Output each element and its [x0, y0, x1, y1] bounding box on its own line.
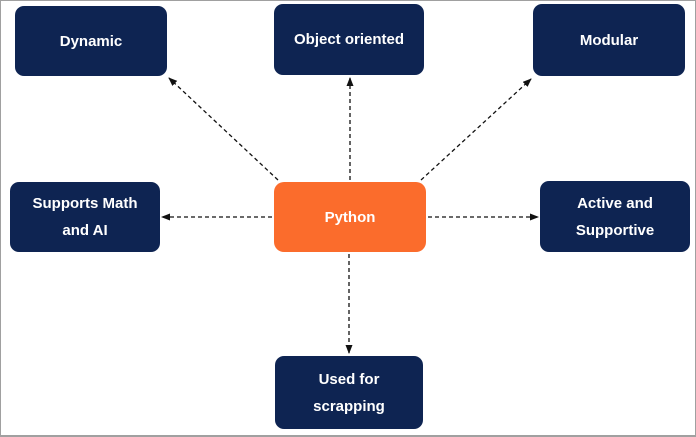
- edge-python-dynamic: [168, 77, 279, 181]
- node-object-oriented[interactable]: Object oriented: [274, 4, 424, 75]
- node-supports-math-ai[interactable]: Supports Math and AI: [10, 182, 160, 252]
- node-used-for-scrapping[interactable]: Used for scrapping: [275, 356, 423, 429]
- node-dynamic[interactable]: Dynamic: [15, 6, 167, 76]
- node-modular[interactable]: Modular: [533, 4, 685, 76]
- edge-python-modular: [420, 78, 532, 181]
- node-active-supportive[interactable]: Active and Supportive: [540, 181, 690, 252]
- node-python-center[interactable]: Python: [274, 182, 426, 252]
